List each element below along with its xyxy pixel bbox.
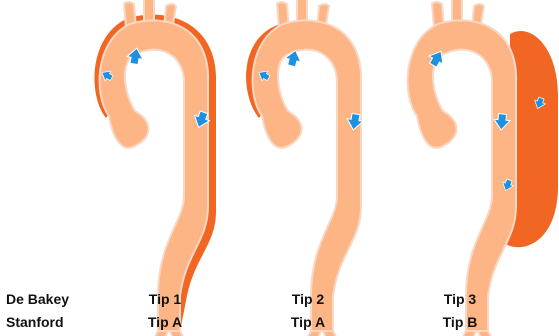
aorta-type-3-illustration xyxy=(408,0,558,336)
type-1-debakey-label: Tip 1 xyxy=(125,291,205,307)
type-2-stanford-label: Tip A xyxy=(268,314,348,330)
type-3-stanford-label: Tip B xyxy=(420,314,500,330)
row-label-de-bakey: De Bakey xyxy=(6,291,69,307)
aorta-type-2-illustration xyxy=(246,0,364,336)
type-2-debakey-label: Tip 2 xyxy=(268,291,348,307)
type-1-stanford-label: Tip A xyxy=(125,314,205,330)
type-3-debakey-label: Tip 3 xyxy=(420,291,500,307)
aorta-type-1-illustration xyxy=(94,0,216,336)
row-label-stanford: Stanford xyxy=(6,314,64,330)
